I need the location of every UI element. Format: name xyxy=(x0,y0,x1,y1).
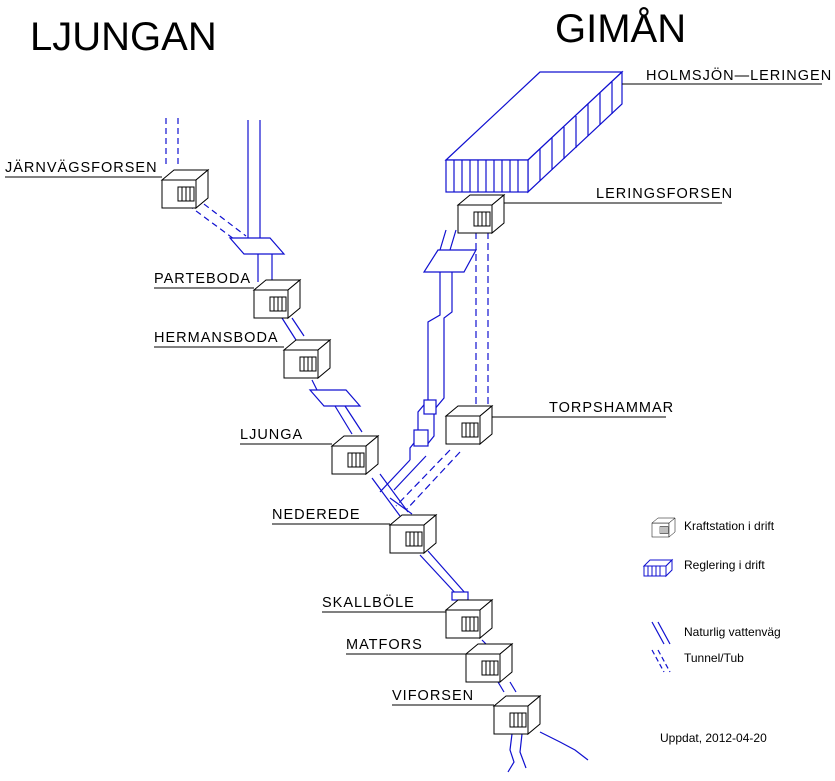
station-leringsforsen[interactable]: LERINGSFORSEN xyxy=(457,186,733,234)
svg-text:PARTEBODA: PARTEBODA xyxy=(154,271,251,287)
svg-text:HERMANSBODA: HERMANSBODA xyxy=(154,330,279,346)
regulation-icon xyxy=(642,558,674,578)
giman-title: GIMÅN xyxy=(555,6,686,51)
giman-waterways xyxy=(379,70,624,515)
station-hermansboda[interactable]: HERMANSBODA xyxy=(154,330,331,379)
legend-label-natural: Naturlig vattenväg xyxy=(684,625,781,639)
station-nederede[interactable]: NEDEREDE xyxy=(272,507,437,554)
station-viforsen[interactable]: VIFORSEN xyxy=(392,688,541,735)
legend-label-regulation: Reglering i drift xyxy=(684,558,765,572)
svg-text:HOLMSJÖN—LERINGEN: HOLMSJÖN—LERINGEN xyxy=(646,66,832,84)
legend-label-tunnel: Tunnel/Tub xyxy=(684,651,744,665)
updated-date: Uppdat, 2012-04-20 xyxy=(660,731,767,745)
legend-label-station: Kraftstation i drift xyxy=(684,519,775,533)
station-torpshammar[interactable]: TORPSHAMMAR xyxy=(445,400,674,445)
svg-text:VIFORSEN: VIFORSEN xyxy=(392,688,474,704)
power-station-icon xyxy=(651,517,676,538)
svg-text:TORPSHAMMAR: TORPSHAMMAR xyxy=(549,400,674,416)
svg-text:LERINGSFORSEN: LERINGSFORSEN xyxy=(596,186,733,202)
station-matfors[interactable]: MATFORS xyxy=(346,637,513,683)
svg-text:MATFORS: MATFORS xyxy=(346,637,423,653)
svg-text:LJUNGA: LJUNGA xyxy=(240,427,303,443)
natural-waterway-icon xyxy=(651,621,671,645)
svg-text:SKALLBÖLE: SKALLBÖLE xyxy=(322,593,415,611)
legend: Kraftstation i drift Reglering i drift N… xyxy=(642,517,781,673)
station-skallbole[interactable]: SKALLBÖLE xyxy=(322,593,493,639)
svg-text:NEDEREDE: NEDEREDE xyxy=(272,507,361,523)
station-jarnvagsforsen[interactable]: JÄRNVÄGSFORSEN xyxy=(5,159,209,209)
station-parteboda[interactable]: PARTEBODA xyxy=(154,271,301,319)
reservoir-holmsjon-leringen[interactable]: HOLMSJÖN—LERINGEN xyxy=(622,66,832,85)
svg-text:JÄRNVÄGSFORSEN: JÄRNVÄGSFORSEN xyxy=(5,159,158,176)
station-ljunga[interactable]: LJUNGA xyxy=(240,427,379,475)
tunnel-icon xyxy=(651,649,671,673)
ljungan-title: LJUNGAN xyxy=(30,15,217,59)
ljungan-waterways xyxy=(165,118,589,773)
